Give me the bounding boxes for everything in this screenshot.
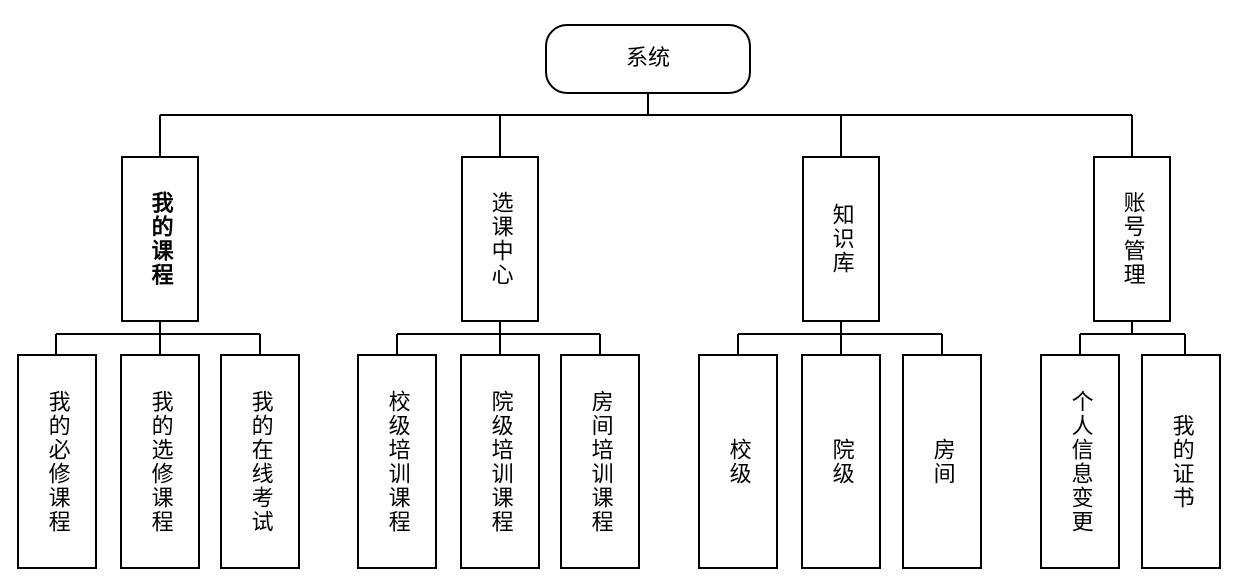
category-label: 知识库 [828, 203, 854, 275]
category-node-my-courses: 我的课程 [121, 156, 199, 322]
leaf-label: 校级培训课程 [384, 389, 410, 534]
leaf-label: 个人信息变更 [1067, 389, 1093, 534]
leaf-node: 校级 [698, 354, 778, 569]
leaf-label: 房间培训课程 [587, 389, 613, 534]
leaf-node: 我的必修课程 [17, 354, 97, 569]
leaf-node: 院级培训课程 [460, 354, 540, 569]
category-label: 账号管理 [1119, 191, 1145, 287]
leaf-label: 我的必修课程 [44, 389, 70, 534]
leaf-label: 院级培训课程 [487, 389, 513, 534]
category-label: 选课中心 [487, 191, 513, 287]
leaf-node: 院级 [801, 354, 881, 569]
leaf-node: 校级培训课程 [357, 354, 437, 569]
category-node-knowledge-base: 知识库 [802, 156, 880, 322]
leaf-label: 我的选修课程 [147, 389, 173, 534]
root-label: 系统 [625, 46, 670, 72]
leaf-node: 房间 [902, 354, 982, 569]
leaf-label: 我的证书 [1168, 413, 1194, 510]
leaf-label: 房间 [929, 437, 955, 486]
category-node-course-center: 选课中心 [461, 156, 539, 322]
leaf-node: 我的在线考试 [220, 354, 300, 569]
leaf-node: 我的证书 [1141, 354, 1221, 569]
leaf-label: 院级 [828, 437, 854, 486]
leaf-node: 个人信息变更 [1040, 354, 1120, 569]
root-node: 系统 [545, 24, 751, 94]
category-label: 我的课程 [147, 191, 173, 287]
leaf-label: 校级 [725, 437, 751, 486]
leaf-label: 我的在线考试 [247, 389, 273, 534]
leaf-node: 房间培训课程 [560, 354, 640, 569]
leaf-node: 我的选修课程 [120, 354, 200, 569]
category-node-account-management: 账号管理 [1093, 156, 1171, 322]
